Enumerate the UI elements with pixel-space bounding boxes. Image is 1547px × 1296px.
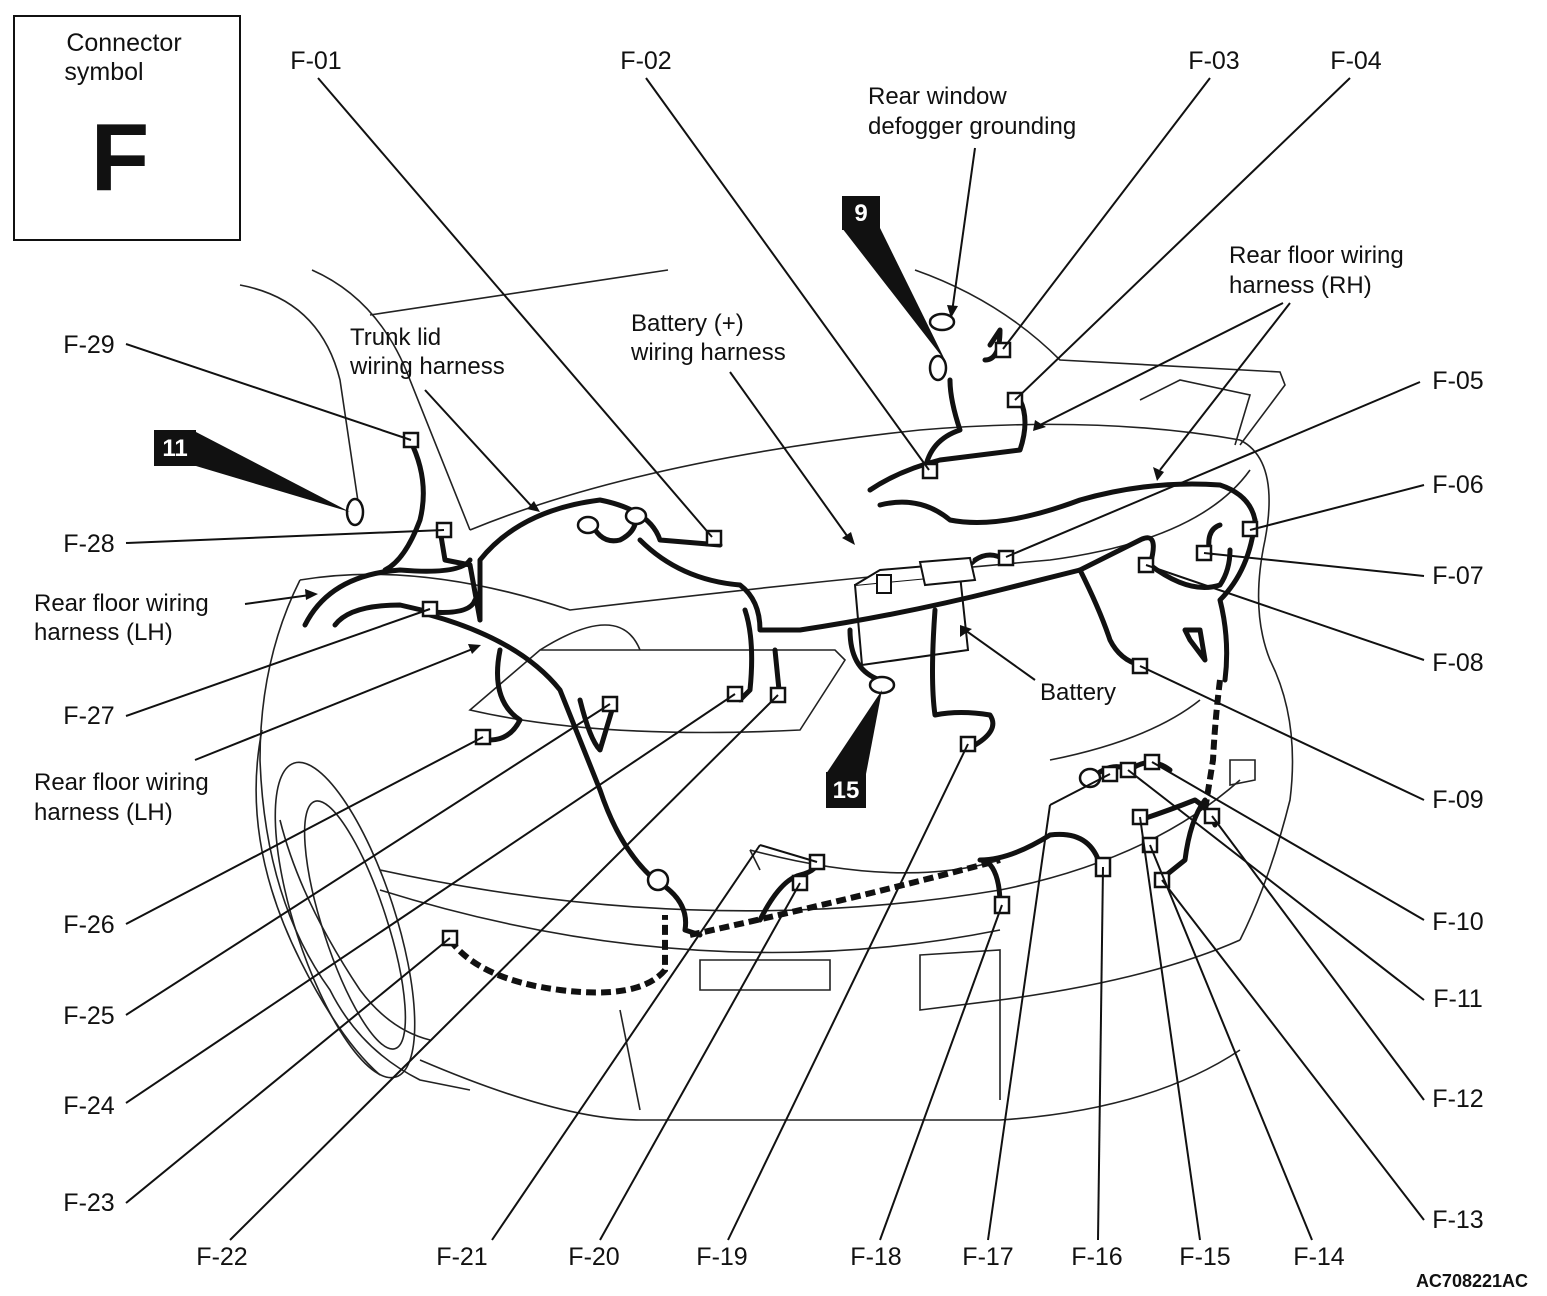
connector-label-f05: F-05 <box>1432 367 1483 395</box>
connector-label-f18: F-18 <box>850 1243 901 1271</box>
connector-label-f12: F-12 <box>1432 1085 1483 1113</box>
ground-point-11: 11 <box>154 430 350 512</box>
connector-label-f20: F-20 <box>568 1243 619 1271</box>
trunk-lid-harness-label-line2: wiring harness <box>349 353 505 380</box>
connector-label-f02: F-02 <box>620 47 671 75</box>
ground-point-9-number: 9 <box>854 200 867 227</box>
connector-label-f29: F-29 <box>63 331 114 359</box>
leader-lines <box>125 77 1425 1241</box>
ground-point-15: 15 <box>826 690 882 808</box>
connector-f05-block[interactable] <box>997 549 1015 567</box>
connector-label-f23: F-23 <box>63 1189 114 1217</box>
connector-symbol-box: Connector symbol F <box>13 15 241 241</box>
connector-label-f09: F-09 <box>1432 786 1483 814</box>
connector-label-f25: F-25 <box>63 1002 114 1030</box>
connector-label-f14: F-14 <box>1293 1243 1345 1271</box>
rear-floor-rh-label-line2: harness (RH) <box>1229 272 1372 299</box>
connector-label-f17: F-17 <box>962 1243 1013 1271</box>
rear-floor-lh-label-b-line1: Rear floor wiring <box>34 769 209 796</box>
connector-label-f22: F-22 <box>196 1243 247 1271</box>
rear-window-defogger-label-line1: Rear window <box>868 83 1007 110</box>
connector-label-f11: F-11 <box>1433 985 1483 1013</box>
battery-plus-harness-label-line1: Battery (+) <box>631 310 744 337</box>
connector-label-f24: F-24 <box>63 1092 115 1120</box>
trunk-lid-harness-label-line1: Trunk lid <box>350 324 441 351</box>
wiring-harnesses <box>302 327 1258 996</box>
symbol-letter: F <box>91 104 150 211</box>
connector-label-f01: F-01 <box>290 47 341 75</box>
connector-label-f10: F-10 <box>1432 908 1483 936</box>
figure-code: AC708221AC <box>1416 1271 1528 1291</box>
connector-label-f28: F-28 <box>63 530 114 558</box>
rear-floor-lh-label-a-line1: Rear floor wiring <box>34 590 209 617</box>
ground-point-9: 9 <box>842 196 946 362</box>
battery-plus-harness-label-line2: wiring harness <box>630 339 786 366</box>
connector-label-f16: F-16 <box>1071 1243 1122 1271</box>
rear-floor-lh-label-b-line2: harness (LH) <box>34 799 173 826</box>
connector-label-f07: F-07 <box>1432 562 1483 590</box>
connector-label-f06: F-06 <box>1432 471 1483 499</box>
harness-callouts: Rear window defogger grounding Rear floo… <box>34 83 1404 826</box>
battery-unit <box>853 556 978 667</box>
connector-label-f08: F-08 <box>1432 649 1483 677</box>
ground-point-11-number: 11 <box>162 435 187 462</box>
connector-label-f15: F-15 <box>1179 1243 1230 1271</box>
connector-label-f13: F-13 <box>1432 1206 1483 1234</box>
rear-window-defogger-label-line2: defogger grounding <box>868 113 1076 140</box>
connector-label-f26: F-26 <box>63 911 114 939</box>
connector-label-f04: F-04 <box>1330 47 1382 75</box>
rear-floor-rh-label-line1: Rear floor wiring <box>1229 242 1404 269</box>
ground-point-15-number: 15 <box>833 777 860 804</box>
car-body-outline <box>239 269 1294 1121</box>
symbol-title-line2: symbol <box>64 58 143 86</box>
connector-f03-block[interactable] <box>994 341 1012 359</box>
connector-label-f03: F-03 <box>1188 47 1239 75</box>
connector-labels: F-01 F-02 F-03 F-04 F-05 F-06 F-07 F-08 … <box>63 47 1483 1271</box>
connector-label-f21: F-21 <box>436 1243 487 1271</box>
connector-label-f27: F-27 <box>63 702 114 730</box>
battery-label: Battery <box>1040 679 1116 706</box>
connector-label-f19: F-19 <box>696 1243 747 1271</box>
symbol-title-line1: Connector <box>66 29 181 57</box>
rear-floor-lh-label-a-line2: harness (LH) <box>34 619 173 646</box>
